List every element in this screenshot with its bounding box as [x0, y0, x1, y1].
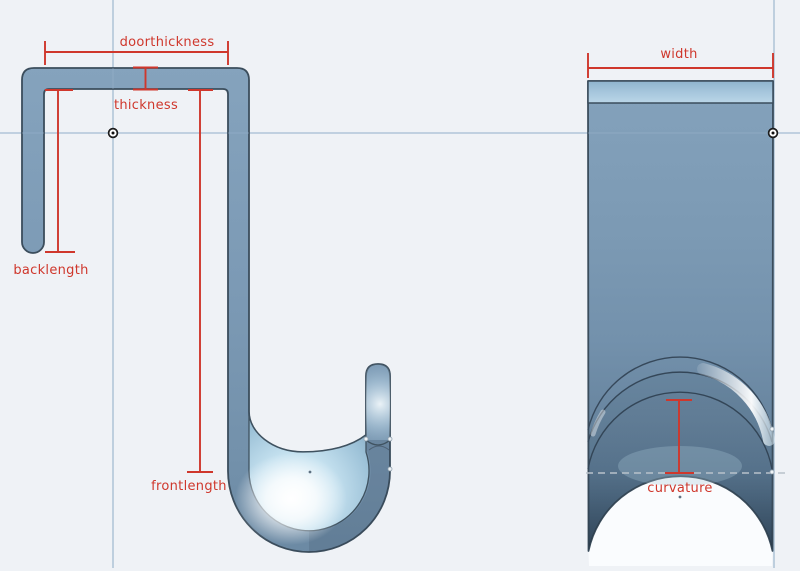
dimension-frontlength: [187, 89, 213, 473]
hook-tip-highlight: [366, 364, 390, 440]
vertex-dot[interactable]: [387, 466, 393, 472]
doorthickness-label[interactable]: doorthickness: [120, 35, 215, 50]
bowl-specular-highlight: [235, 453, 347, 545]
origin-marker-dot: [771, 131, 775, 135]
dimension-thickness: [133, 66, 158, 91]
dimension-backlength: [45, 89, 75, 253]
dimension-doorthickness: [44, 41, 229, 65]
vertex-dot[interactable]: [363, 436, 369, 442]
tip-seam-dome: [368, 445, 390, 451]
dimension-width: [587, 53, 774, 78]
origin-marker-dot: [111, 131, 115, 135]
vertex-dot[interactable]: [769, 426, 775, 432]
sketch-point[interactable]: [678, 495, 682, 499]
width-label[interactable]: width: [660, 47, 697, 62]
sketch-point[interactable]: [308, 470, 312, 474]
midband-shade: [588, 372, 772, 469]
top-edge-band: [587, 80, 774, 104]
tip-seam-line: [365, 439, 391, 446]
origin-marker-right[interactable]: [767, 127, 779, 139]
curl-ring-shadow: [309, 440, 390, 552]
curl-arc-outer: [587, 356, 773, 431]
arch-reflection: [618, 446, 742, 486]
side-view: [21, 67, 393, 553]
vertex-dots: [363, 436, 393, 472]
front-view: [586, 80, 789, 566]
dimension-curvature: [665, 399, 694, 474]
frontlength-label[interactable]: frontlength: [151, 479, 227, 494]
dimension-annotations: [44, 41, 774, 474]
vertex-dot[interactable]: [769, 469, 775, 475]
curl-specular-left: [590, 409, 606, 437]
lower-curl-shade: [588, 392, 773, 551]
backlength-label[interactable]: backlength: [13, 263, 88, 278]
thickness-label[interactable]: thickness: [114, 98, 178, 113]
origin-marker-left[interactable]: [107, 127, 119, 139]
curvature-label[interactable]: curvature: [647, 481, 713, 496]
construction-lines-overlay: [22, 68, 772, 134]
curl-specular-highlight: [697, 363, 775, 446]
vertex-dot[interactable]: [387, 436, 393, 442]
vertex-dots: [769, 426, 775, 475]
arch-backlight: [588, 476, 773, 566]
